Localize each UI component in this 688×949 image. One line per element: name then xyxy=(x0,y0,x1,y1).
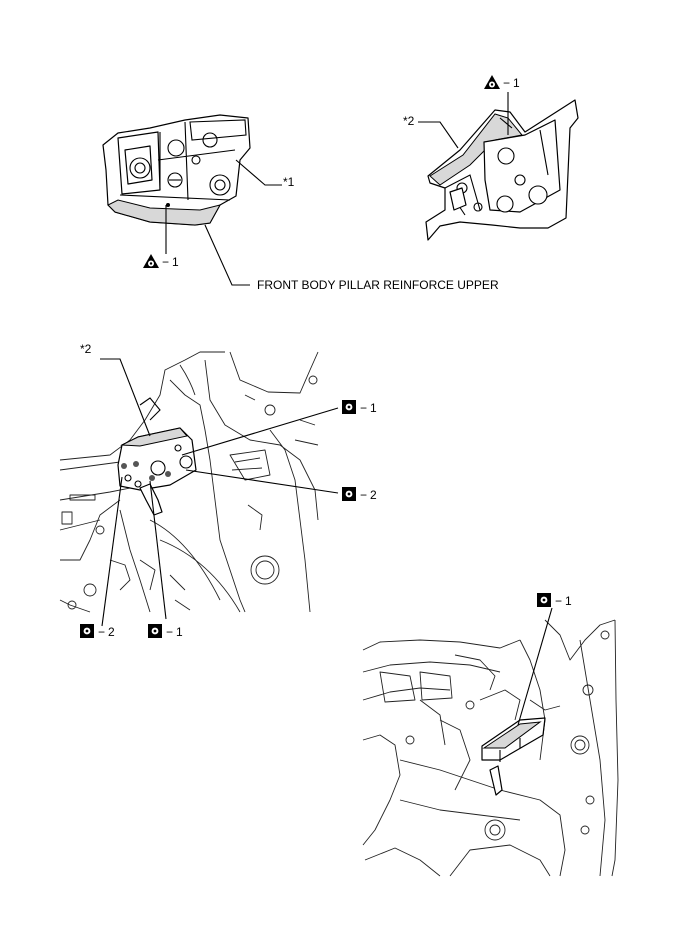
callout-dash: − xyxy=(98,625,105,639)
square-weld-symbol-icon xyxy=(537,593,551,607)
callout-dash: − xyxy=(162,255,169,269)
square-weld-symbol-icon xyxy=(80,624,94,638)
part-name-label: FRONT BODY PILLAR REINFORCE UPPER xyxy=(257,278,499,292)
ref-label-2-top: *2 xyxy=(403,114,415,128)
ref-label-1: *1 xyxy=(283,175,295,189)
callout-dash: − xyxy=(555,594,562,608)
callout-weld-tri-left: 1 xyxy=(172,255,179,269)
callout-dash: − xyxy=(503,76,510,90)
callout-dash: − xyxy=(360,488,367,502)
square-weld-symbol-icon xyxy=(342,487,356,501)
callout-dash: − xyxy=(166,625,173,639)
reinforce-part-view-2 xyxy=(425,99,579,241)
reinforce-part-view-1 xyxy=(102,114,251,226)
callout-weld-tri-right: 1 xyxy=(513,76,520,90)
vehicle-body-view-bottom xyxy=(362,619,619,877)
callout-weld-sq-b: 2 xyxy=(370,488,377,502)
triangle-weld-symbol-icon xyxy=(143,254,159,268)
square-weld-symbol-icon xyxy=(342,400,356,414)
callout-weld-sq-c: 2 xyxy=(108,625,115,639)
square-weld-symbol-icon xyxy=(148,624,162,638)
callout-weld-sq-a: 1 xyxy=(370,401,377,415)
callout-weld-sq-d: 1 xyxy=(176,625,183,639)
ref-label-2-middle: *2 xyxy=(80,342,92,356)
vehicle-body-view-middle xyxy=(59,351,319,613)
callout-weld-sq-e: 1 xyxy=(565,594,572,608)
callout-dash: − xyxy=(360,401,367,415)
triangle-weld-symbol-icon xyxy=(484,75,500,89)
